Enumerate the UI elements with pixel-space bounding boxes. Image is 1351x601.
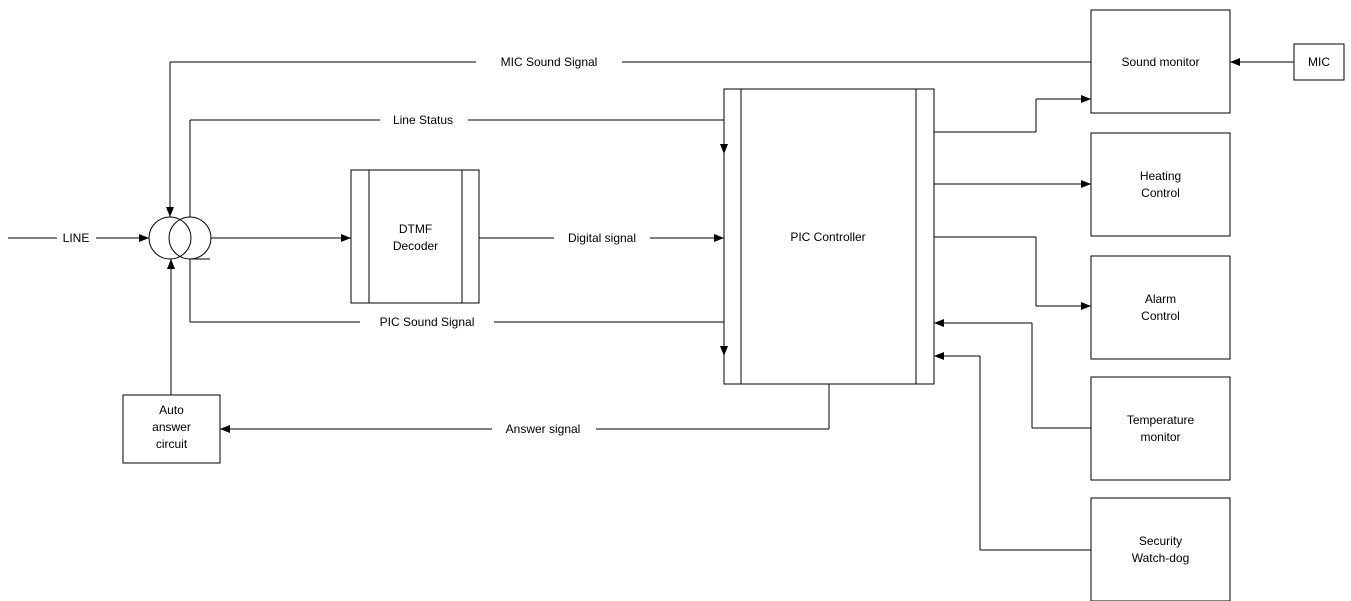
auto-answer-label-line3: circuit xyxy=(156,437,188,451)
pic-to-alarm-control-connector xyxy=(934,236,1091,310)
auto-answer-label-line2: answer xyxy=(152,420,191,434)
security-watchdog-label-line1: Security xyxy=(1139,534,1182,548)
temperature-monitor-block: Temperature monitor xyxy=(1090,376,1231,481)
line-input-label: LINE xyxy=(63,231,90,245)
answer-signal-label: Answer signal xyxy=(506,422,581,436)
heating-control-block: Heating Control xyxy=(1090,132,1231,237)
line-status-label: Line Status xyxy=(393,113,453,127)
dtmf-decoder-label-line1: DTMF xyxy=(399,222,432,236)
line-status-connector xyxy=(189,119,728,217)
pic-sound-signal-connector xyxy=(189,259,728,356)
mic-block: MIC xyxy=(1293,43,1345,81)
pic-to-sound-monitor-connector xyxy=(934,95,1091,133)
auto-answer-block: Auto answer circuit xyxy=(122,394,221,464)
mic-sound-signal-connector xyxy=(166,61,1091,217)
dtmf-decoder-block: DTMF Decoder xyxy=(350,169,480,304)
sound-monitor-label: Sound monitor xyxy=(1121,55,1199,69)
mic-sound-signal-label: MIC Sound Signal xyxy=(501,55,598,69)
temperature-monitor-label-line1: Temperature xyxy=(1127,413,1195,427)
heating-control-label-line1: Heating xyxy=(1140,169,1181,183)
line-transformer-symbol xyxy=(148,216,212,260)
answer-signal-connector xyxy=(220,384,830,433)
alarm-control-label-line1: Alarm xyxy=(1145,292,1176,306)
temperature-monitor-label-line2: monitor xyxy=(1140,430,1180,444)
dtmf-decoder-label-line2: Decoder xyxy=(393,239,438,253)
security-watchdog-block: Security Watch-dog xyxy=(1090,497,1231,601)
auto-answer-label-line1: Auto xyxy=(159,403,184,417)
pic-sound-signal-label: PIC Sound Signal xyxy=(380,315,475,329)
heating-control-label-line2: Control xyxy=(1141,186,1180,200)
mic-label: MIC xyxy=(1308,55,1330,69)
sound-monitor-block: Sound monitor xyxy=(1090,9,1231,114)
security-watchdog-label-line2: Watch-dog xyxy=(1132,551,1190,565)
digital-signal-label: Digital signal xyxy=(568,231,636,245)
security-watchdog-to-pic-connector xyxy=(934,352,1091,551)
pic-controller-block: PIC Controller xyxy=(723,88,935,385)
alarm-control-label-line2: Control xyxy=(1141,309,1180,323)
alarm-control-block: Alarm Control xyxy=(1090,255,1231,360)
pic-controller-label: PIC Controller xyxy=(790,230,865,244)
temperature-monitor-to-pic-connector xyxy=(934,319,1091,429)
